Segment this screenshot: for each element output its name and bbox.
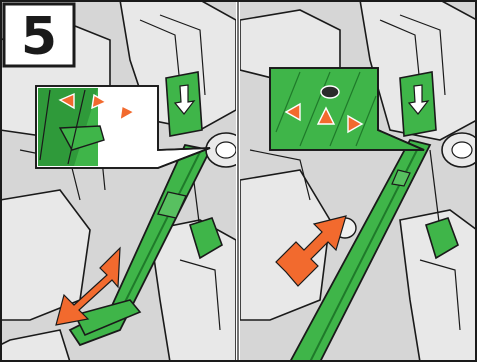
roller-right bbox=[442, 133, 477, 167]
down-arrow-label-right bbox=[400, 72, 436, 136]
step-number: 5 bbox=[21, 7, 57, 67]
screw-hole bbox=[321, 86, 339, 98]
step-badge: 5 bbox=[4, 4, 74, 67]
down-arrow-label bbox=[166, 72, 202, 136]
right-panel bbox=[240, 0, 477, 362]
